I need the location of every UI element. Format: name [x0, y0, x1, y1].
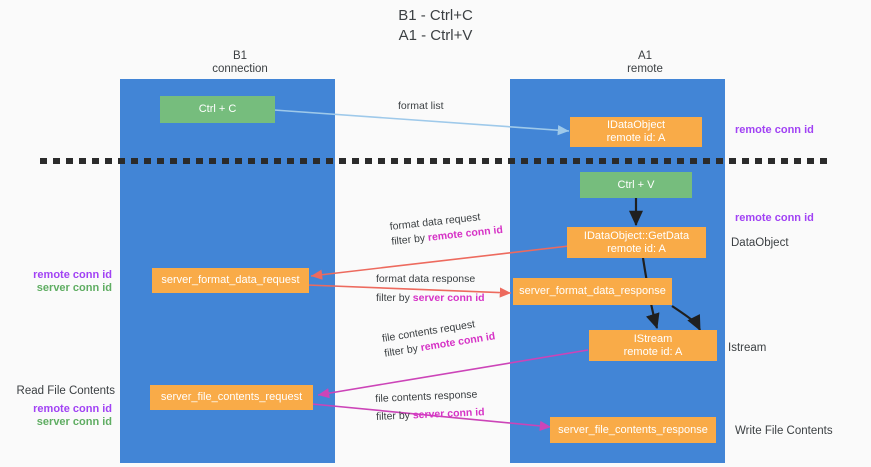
node-server-format-data-request[interactable]: server_format_data_request [152, 268, 309, 293]
edge-label-line-2: filter by server conn id [376, 291, 485, 306]
phase-divider [40, 158, 831, 164]
annotation-read-file-contents: Read File Contents [16, 385, 115, 397]
annotation-left-remote-conn-id-2: remote conn id [33, 403, 112, 415]
filter-value: server conn id [412, 406, 485, 422]
node-server-format-data-response[interactable]: server_format_data_response [513, 278, 672, 305]
annotation-left-server-conn-id-1: server conn id [36, 282, 112, 294]
column-header-a1: A1 remote [627, 50, 663, 75]
edge-label-line-1: format data response [376, 273, 476, 285]
edge-label-file-contents-request: file contents request filter by remote c… [381, 314, 496, 361]
edge-label-format-data-response: format data response filter by server co… [376, 272, 485, 306]
node-istream[interactable]: IStream remote id: A [589, 330, 717, 361]
annotation-right-remote-conn-top: remote conn id [735, 124, 814, 136]
node-server-file-contents-response[interactable]: server_file_contents_response [550, 417, 716, 443]
filter-value: server conn id [412, 292, 485, 304]
edge-label-line-1: format list [398, 100, 444, 112]
node-server-file-contents-request[interactable]: server_file_contents_request [150, 385, 313, 410]
annotation-write-file-contents: Write File Contents [735, 425, 833, 437]
node-ctrl-c[interactable]: Ctrl + C [160, 96, 275, 123]
edge-label-line-1: file contents response [375, 388, 478, 405]
annotation-right-remote-conn-mid: remote conn id [735, 212, 814, 224]
node-getdata[interactable]: IDataObject::GetData remote id: A [567, 227, 706, 258]
edge-label-format-data-request: format data request filter by remote con… [389, 208, 504, 250]
annotation-left-server-conn-id-2: server conn id [36, 416, 112, 428]
edge-label-line-2: filter by server conn id [376, 405, 485, 425]
filter-prefix: filter by [376, 292, 413, 304]
annotation-dataobject: DataObject [731, 237, 789, 249]
node-idataobject[interactable]: IDataObject remote id: A [570, 117, 702, 147]
filter-prefix: filter by [375, 409, 414, 423]
diagram-title: B1 - Ctrl+C A1 - Ctrl+V [398, 7, 473, 44]
edge-label-format-list: format list [398, 99, 444, 114]
column-header-b1: B1 connection [212, 50, 268, 75]
filter-prefix: filter by [390, 231, 429, 248]
annotation-left-remote-conn-id-1: remote conn id [33, 269, 112, 281]
node-ctrl-v[interactable]: Ctrl + V [580, 172, 692, 198]
edge-label-file-contents-response: file contents response filter by server … [375, 387, 485, 425]
annotation-istream: Istream [728, 342, 767, 354]
